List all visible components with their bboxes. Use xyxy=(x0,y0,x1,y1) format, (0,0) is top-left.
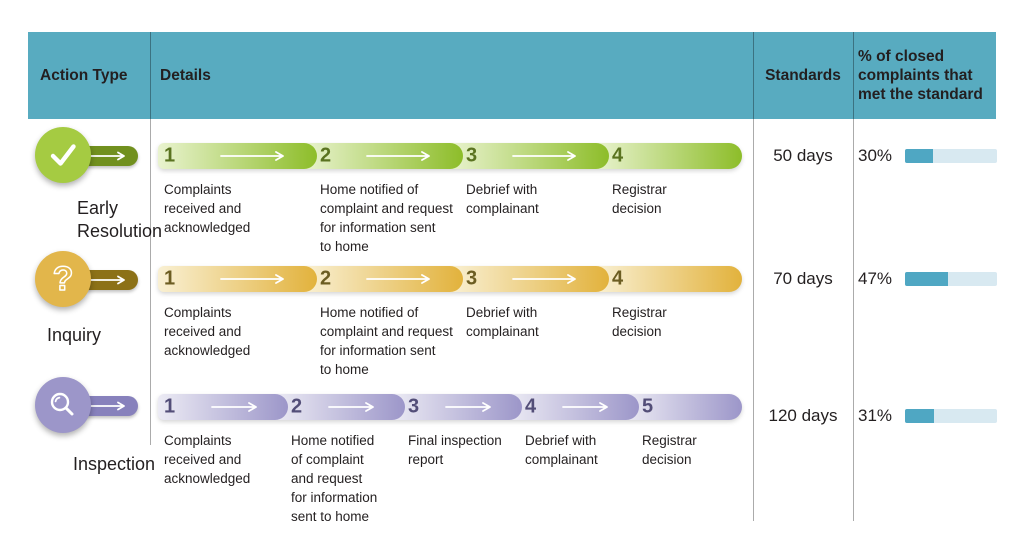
standard-value: 70 days xyxy=(773,269,833,288)
header-action-type: Action Type xyxy=(40,67,128,84)
step-segment: 3 xyxy=(450,266,609,292)
step-segment: 4 xyxy=(596,143,742,169)
row-label: Early Resolution xyxy=(77,198,163,241)
step-number: 2 xyxy=(320,267,332,290)
step-description: Registrar decision xyxy=(612,182,667,216)
table-header: Action Type Details Standards % of close… xyxy=(28,32,996,119)
step-number: 1 xyxy=(164,144,176,167)
percent-bar xyxy=(905,149,997,163)
step-number: 1 xyxy=(164,267,176,290)
percent-bar xyxy=(905,409,997,423)
percent-bar-fill xyxy=(905,409,934,423)
step-number: 1 xyxy=(164,395,176,418)
step-arrow-icon xyxy=(512,274,576,284)
step-segment: 5 xyxy=(626,394,742,420)
step-segment: 3 xyxy=(392,394,522,420)
step-description: Debrief with complainant xyxy=(525,433,598,467)
checkmark-glyph xyxy=(50,144,76,166)
column-divider xyxy=(753,32,754,521)
step-number: 3 xyxy=(408,395,420,418)
step-segment: 4 xyxy=(596,266,742,292)
step-number: 2 xyxy=(291,395,303,418)
check-icon xyxy=(35,127,91,183)
percent-value: 47% xyxy=(858,269,893,288)
arrow-icon xyxy=(87,401,125,411)
magnifier-icon xyxy=(35,377,91,433)
step-description: Final inspection report xyxy=(408,433,502,467)
percent-bar-fill xyxy=(905,272,949,286)
step-number: 3 xyxy=(466,144,478,167)
step-segment: 1 xyxy=(158,266,317,292)
svg-text:?: ? xyxy=(53,260,74,298)
step-description: Debrief with complainant xyxy=(466,182,539,216)
step-number: 3 xyxy=(466,267,478,290)
step-arrow-icon xyxy=(220,274,284,284)
step-description: Registrar decision xyxy=(642,433,697,467)
standard-value: 50 days xyxy=(773,146,833,165)
question-icon: ? xyxy=(35,251,91,307)
header-closed-pct: % of closed complaints that met the stan… xyxy=(858,48,983,103)
step-descriptions: Complaints received and acknowledged Hom… xyxy=(158,303,758,379)
step-description: Complaints received and acknowledged xyxy=(164,182,251,235)
step-description: Home notified of complaint and request f… xyxy=(320,182,453,254)
step-arrow-icon xyxy=(512,151,576,161)
step-segment: 3 xyxy=(450,143,609,169)
standard-value: 120 days xyxy=(768,406,838,425)
step-segment: 2 xyxy=(275,394,405,420)
step-number: 4 xyxy=(612,267,624,290)
row-label: Inspection xyxy=(73,454,156,474)
step-description: Home notified of complaint and request f… xyxy=(320,305,453,377)
step-description: Home notified of complaint and request f… xyxy=(291,433,378,524)
percent-value: 31% xyxy=(858,406,893,425)
step-number: 2 xyxy=(320,144,332,167)
step-arrow-icon xyxy=(562,402,608,412)
step-descriptions: Complaints received and acknowledged Hom… xyxy=(158,180,758,256)
header-standards: Standards xyxy=(765,67,841,84)
step-number: 4 xyxy=(525,395,537,418)
step-number: 4 xyxy=(612,144,624,167)
step-arrow-icon xyxy=(328,402,374,412)
step-segment: 1 xyxy=(158,394,288,420)
percent-bar-fill xyxy=(905,149,933,163)
step-arrow-icon xyxy=(445,402,491,412)
step-description: Complaints received and acknowledged xyxy=(164,433,251,486)
arrow-icon xyxy=(87,151,125,161)
process-band: 1 2 3 4 5 xyxy=(158,394,742,420)
arrow-icon xyxy=(87,275,125,285)
magnifier-glyph xyxy=(50,392,74,416)
step-descriptions: Complaints received and acknowledged Hom… xyxy=(158,431,758,526)
step-number: 5 xyxy=(642,395,654,418)
step-description: Debrief with complainant xyxy=(466,305,539,339)
question-glyph: ? xyxy=(52,260,74,298)
percent-value: 30% xyxy=(858,146,893,165)
step-arrow-icon xyxy=(220,151,284,161)
step-arrow-icon xyxy=(211,402,257,412)
step-segment: 1 xyxy=(158,143,317,169)
column-divider xyxy=(150,32,151,445)
row-label: Inquiry xyxy=(47,325,102,345)
step-segment: 2 xyxy=(304,266,463,292)
step-description: Registrar decision xyxy=(612,305,667,339)
step-segment: 4 xyxy=(509,394,639,420)
step-arrow-icon xyxy=(366,274,430,284)
percent-bar xyxy=(905,272,997,286)
process-band: 1 2 3 4 xyxy=(158,266,742,292)
header-details: Details xyxy=(160,67,211,84)
step-segment: 2 xyxy=(304,143,463,169)
step-description: Complaints received and acknowledged xyxy=(164,305,251,358)
step-arrow-icon xyxy=(366,151,430,161)
column-divider xyxy=(853,32,854,521)
process-band: 1 2 3 4 xyxy=(158,143,742,169)
